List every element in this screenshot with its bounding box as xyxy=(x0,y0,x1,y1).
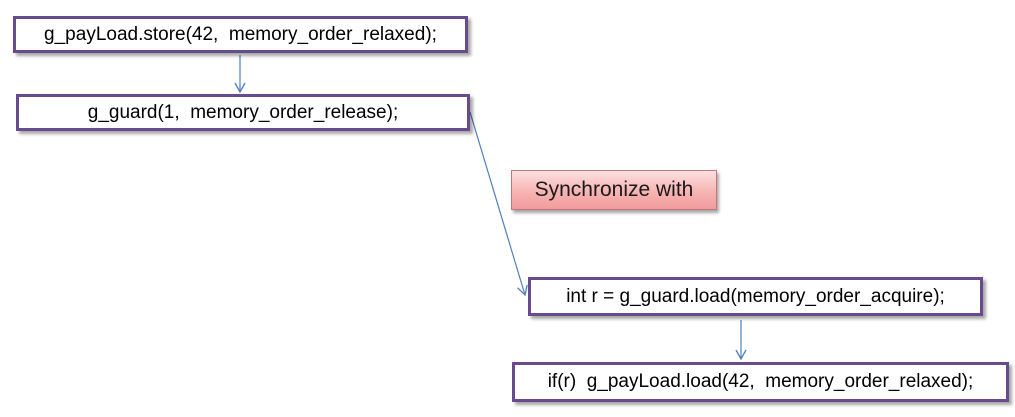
arrow-release-to-acquire xyxy=(469,111,528,297)
payload-store-node: g_payLoad.store(42, memory_order_relaxed… xyxy=(13,16,468,53)
payload-load-node: if(r) g_payLoad.load(42, memory_order_re… xyxy=(512,362,1009,402)
synchronize-with-label: Synchronize with xyxy=(511,170,717,210)
guard-acquire-node: int r = g_guard.load(memory_order_acquir… xyxy=(528,277,983,316)
guard-release-node: g_guard(1, memory_order_release); xyxy=(16,94,470,131)
